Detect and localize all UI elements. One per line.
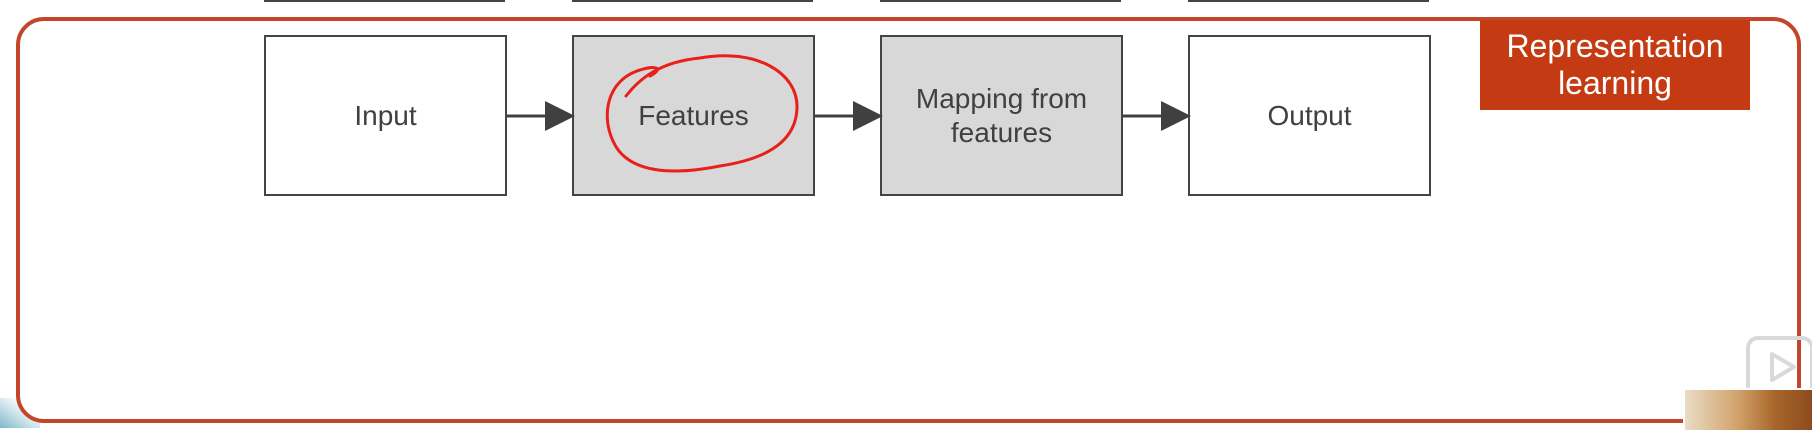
previous-row-box	[264, 0, 505, 2]
hand-drawn-circle-annotation	[605, 54, 799, 173]
presenter-video-thumbnail[interactable]	[1683, 388, 1812, 430]
step-mapping-from-features: Mapping from features	[880, 35, 1123, 196]
previous-row-box	[572, 0, 813, 2]
previous-row-box	[880, 0, 1121, 2]
representation-learning-banner: Representation learning	[1480, 20, 1750, 110]
previous-row-box	[1188, 0, 1429, 2]
step-input: Input	[264, 35, 507, 196]
step-output: Output	[1188, 35, 1431, 196]
